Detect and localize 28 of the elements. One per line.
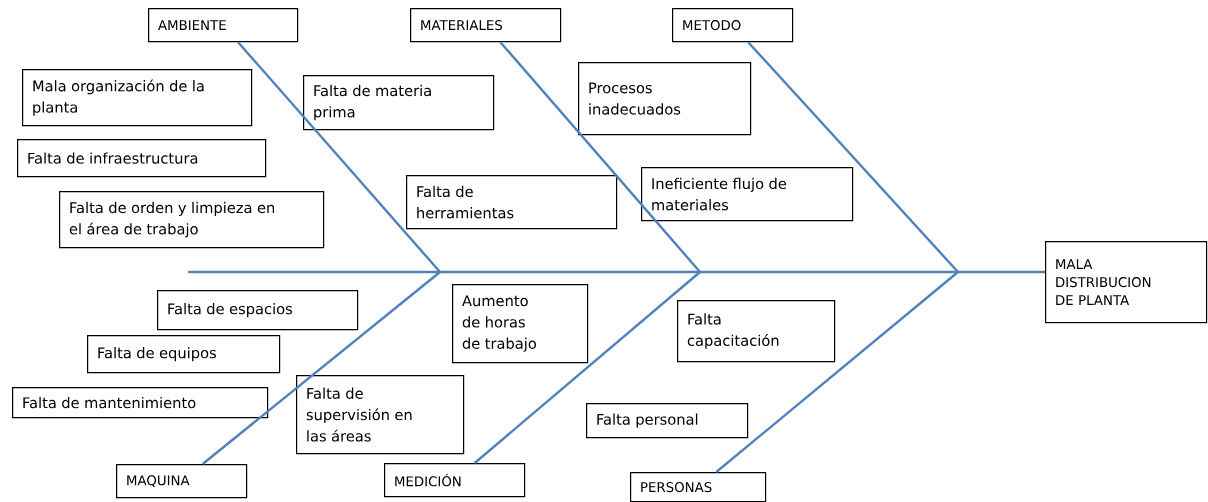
category-box: PERSONAS [630, 472, 767, 502]
cause-box: Aumento de horas de trabajo [452, 284, 589, 364]
cause-box: Mala organización de la planta [22, 69, 253, 127]
category-box: MATERIALES [410, 8, 562, 43]
cause-box: Falta de mantenimiento [12, 387, 269, 419]
cause-box: Falta de supervisión en las áreas [296, 375, 465, 455]
cause-box: Falta de materia prima [303, 75, 495, 131]
cause-box: Ineficiente flujo de materiales [641, 167, 854, 222]
cause-box: Procesos inadecuados [578, 62, 752, 136]
cause-box: Falta de equipos [87, 335, 281, 374]
bone-line [715, 271, 959, 473]
category-box: MEDICIÓN [384, 463, 526, 498]
category-box: METODO [672, 8, 794, 43]
cause-box: Falta de espacios [157, 290, 359, 331]
cause-box: Falta de herramientas [406, 175, 618, 230]
bone-line [473, 271, 701, 464]
bone-line [499, 41, 701, 273]
effect-box: MALA DISTRIBUCION DE PLANTA [1045, 241, 1208, 324]
category-box: AMBIENTE [148, 8, 299, 43]
bone-line [747, 41, 959, 273]
spine-line [188, 270, 1045, 274]
cause-box: Falta de orden y limpieza en el área de trabajo [59, 191, 325, 249]
category-box: MAQUINA [116, 464, 248, 499]
bone-line [201, 271, 441, 465]
cause-box: Falta capacitación [677, 300, 836, 363]
cause-box: Falta de infraestructura [17, 139, 267, 178]
bone-line [237, 41, 441, 273]
cause-box: Falta personal [586, 403, 749, 439]
